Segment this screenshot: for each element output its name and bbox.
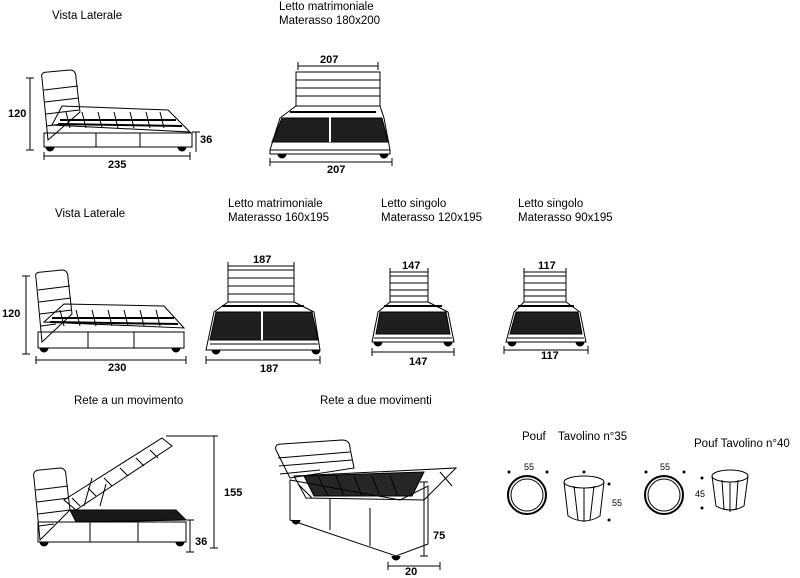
row2-single120-title-line2: Materasso 120x195 (381, 212, 483, 224)
bed-rete-two-movements (276, 440, 456, 570)
row1-front-title-line2: Materasso 180x200 (279, 15, 381, 27)
bed-front-view-90 (504, 268, 588, 354)
row2-side-title: Vista Laterale (55, 208, 126, 220)
row2-single90-dim-top: 117 (538, 260, 556, 272)
row2-single90-title-line1: Letto singolo (518, 198, 584, 210)
pouf40-dim-diameter: 55 (660, 462, 671, 472)
dimension-lines-row2-side (22, 276, 186, 364)
row2-double-dim-top: 187 (253, 254, 272, 266)
row1-side-title: Vista Laterale (52, 10, 123, 22)
row1-dim-height: 120 (8, 108, 27, 120)
row2-single120-dim-bottom: 147 (409, 356, 428, 368)
pouf40-title: Pouf Tavolino n°40 (694, 438, 790, 450)
row2-single90-dim-bottom: 117 (541, 350, 559, 362)
bed-rete-one-movement (34, 436, 218, 552)
row1-dim-front-top: 207 (320, 54, 339, 66)
rete-two-dim-depth: 20 (405, 566, 418, 578)
row1-front-title-line1: Letto matrimoniale (279, 1, 374, 13)
rete-one-dim-base: 36 (195, 536, 208, 548)
pouf35-dim-diameter: 55 (524, 462, 535, 472)
row2-single120-dim-top: 147 (402, 260, 421, 272)
row2-dim-height: 120 (2, 308, 21, 320)
row2-single90-title-line2: Materasso 90x195 (518, 212, 613, 224)
row2-double-title-line1: Letto matrimoniale (228, 198, 323, 210)
rete-two-dim-height: 75 (433, 530, 446, 542)
row2-double-dim-bottom: 187 (260, 363, 279, 375)
bed-side-view-1 (42, 70, 192, 151)
row1-dim-base: 36 (200, 134, 213, 146)
row1-dim-side-length: 235 (108, 159, 127, 171)
row2-single120-title-line1: Letto singolo (381, 198, 447, 210)
row2-double-title-line2: Materasso 160x195 (228, 212, 330, 224)
pouf35-dim-height: 55 (612, 498, 623, 508)
bed-front-view-1 (270, 62, 392, 166)
rete-one-dim-height: 155 (224, 487, 243, 499)
bed-side-view-2 (36, 270, 184, 352)
bed-front-view-160 (206, 262, 320, 364)
pouf-35-drawing (508, 471, 610, 522)
row1-dim-front-bottom: 207 (327, 164, 346, 176)
dimension-lines-row1-side (26, 78, 200, 160)
pouf35-title-tavolino: Tavolino n°35 (558, 431, 628, 443)
bed-front-view-120 (372, 268, 454, 356)
pouf40-dim-height: 45 (695, 489, 706, 499)
pouf35-title-pouf: Pouf (522, 431, 546, 443)
pouf-40-drawing (645, 470, 748, 514)
rete-two-title: Rete a due movimenti (320, 395, 432, 407)
rete-one-title: Rete a un movimento (74, 395, 184, 407)
row2-dim-side-length: 230 (108, 362, 127, 374)
